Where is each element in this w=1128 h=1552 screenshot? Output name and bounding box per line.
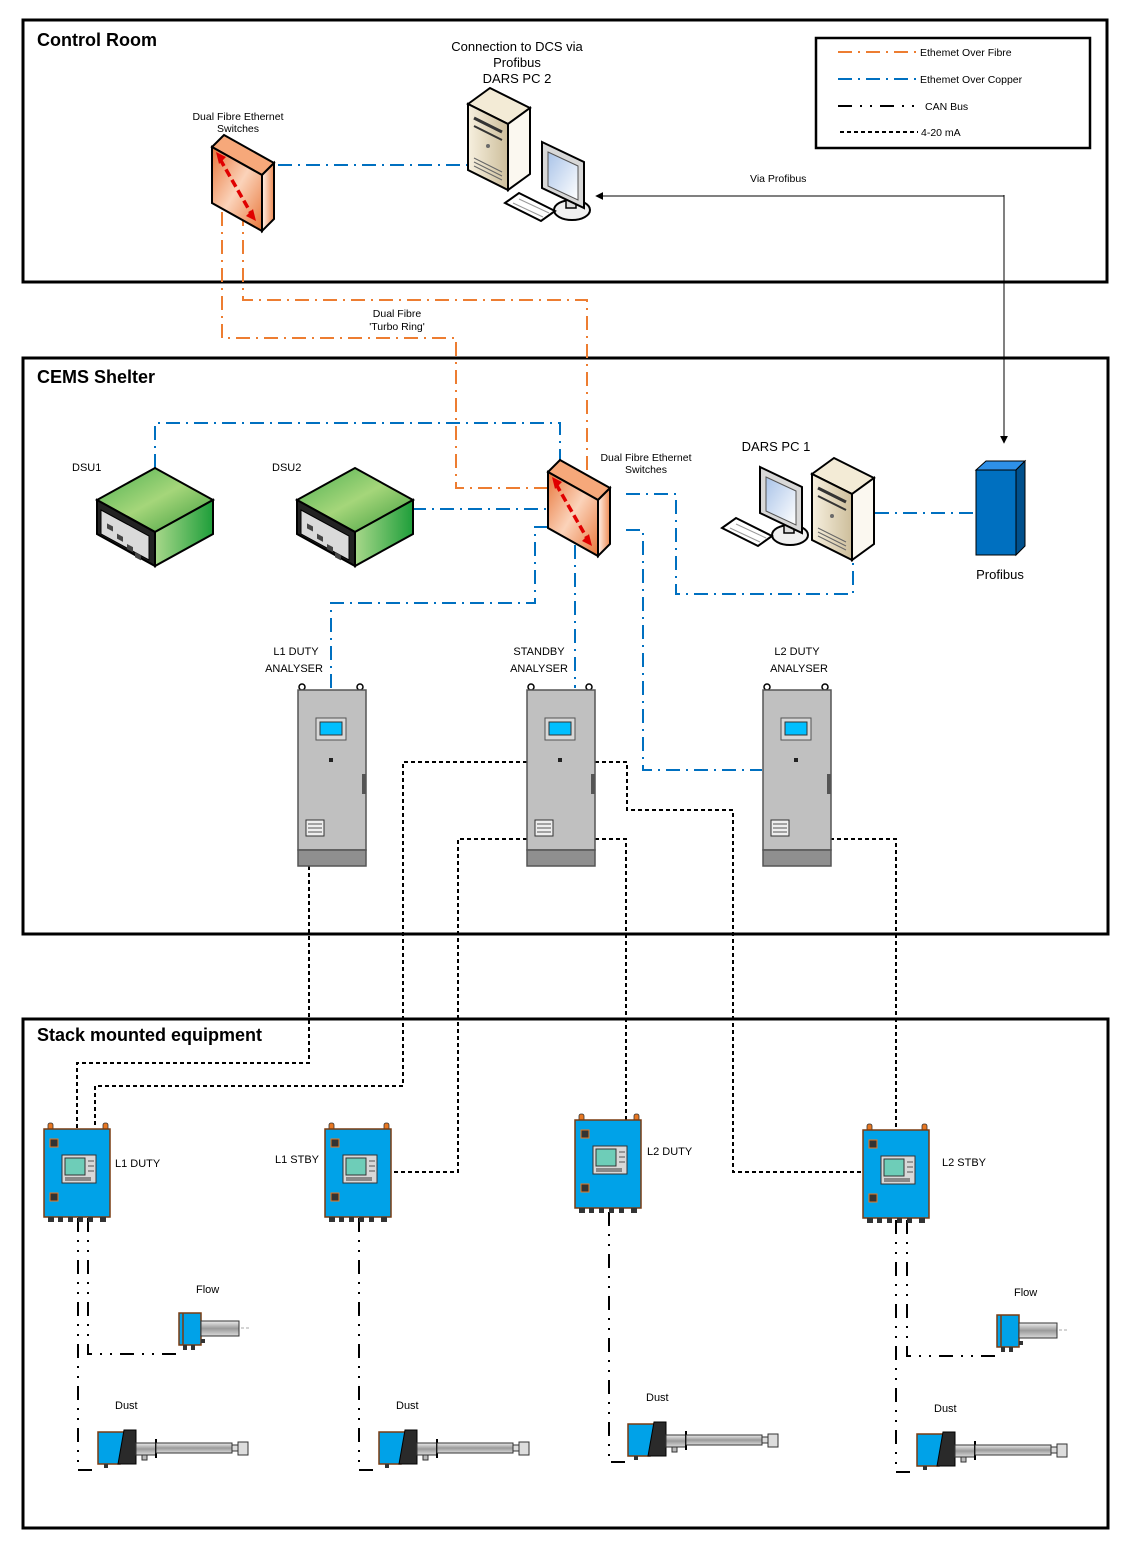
copper-switch-to-dars-pc1 xyxy=(626,493,854,595)
cems-switch-label-1: Dual Fibre Ethernet xyxy=(600,452,691,464)
ma-standby-to-l2-stby xyxy=(595,761,863,1173)
l2-duty-dust-label: Dust xyxy=(646,1392,669,1404)
can-l2-duty-to-dust xyxy=(608,1212,630,1463)
ma-l1-analyser-to-l1-duty xyxy=(76,866,310,1128)
l2-duty-dust-sensor-icon xyxy=(627,1421,779,1461)
legend-ma-label: 4-20 mA xyxy=(921,127,961,139)
l2-duty-analyser-cabinet-icon xyxy=(762,683,832,867)
cr-switch-label-2: Switches xyxy=(217,123,259,135)
l1-analyser-label-1: L1 DUTY xyxy=(273,646,319,658)
control-room-zone xyxy=(21,18,1109,284)
standby-analyser-label-1: STANDBY xyxy=(513,646,565,658)
cr-switch-label-1: Dual Fibre Ethernet xyxy=(192,111,283,123)
dsu1-label: DSU1 xyxy=(72,462,101,474)
l2-flow-sensor-icon xyxy=(996,1314,1068,1353)
can-bus-lines xyxy=(77,1212,1000,1473)
l2-analyser-label-2: ANALYSER xyxy=(770,663,828,675)
dcs-label-1: Connection to DCS via xyxy=(451,39,583,54)
legend-box xyxy=(814,36,1092,150)
dars-pc2-keyboard-icon xyxy=(504,192,556,222)
can-l1-duty-to-dust xyxy=(77,1218,100,1471)
ma-standby-to-l2-duty xyxy=(595,838,627,1120)
l1-flow-label: Flow xyxy=(196,1284,219,1296)
cems-shelter-zone xyxy=(21,356,1110,936)
dsu2-label: DSU2 xyxy=(272,462,301,474)
dsu1-icon xyxy=(96,467,214,567)
l2-analyser-label-1: L2 DUTY xyxy=(774,646,820,658)
l1-stby-dust-sensor-icon xyxy=(378,1429,530,1469)
copper-switch-to-l2-analyser xyxy=(626,529,762,771)
cems-switch-label-2: Switches xyxy=(625,464,667,476)
l2-flow-label: Flow xyxy=(1014,1287,1037,1299)
l1-stby-controller-icon xyxy=(324,1122,392,1223)
ma-lines xyxy=(76,761,897,1173)
fibre-turbo-ring xyxy=(221,212,588,489)
fibre-line-b xyxy=(242,212,588,470)
l1-duty-analyser-cabinet-icon xyxy=(297,683,367,867)
l2-stby-controller-icon xyxy=(862,1123,930,1224)
profibus-block-icon xyxy=(974,459,1027,557)
l1-duty-dust-sensor-icon xyxy=(97,1429,249,1469)
dars-pc1-label: DARS PC 1 xyxy=(742,439,811,454)
dcs-label-2: Profibus xyxy=(493,55,541,70)
legend-can-label: CAN Bus xyxy=(925,101,968,113)
l1-stby-dust-label: Dust xyxy=(396,1400,419,1412)
l1-duty-controller-label: L1 DUTY xyxy=(115,1158,161,1170)
l1-stby-controller-label: L1 STBY xyxy=(275,1154,320,1166)
l2-duty-controller-icon xyxy=(574,1113,642,1214)
control-room-title: Control Room xyxy=(37,30,157,50)
legend-fibre-label: Ethemet Over Fibre xyxy=(920,47,1012,59)
l1-duty-controller-icon xyxy=(43,1122,111,1223)
copper-dsu1-to-switch xyxy=(154,422,561,468)
dars-pc1-keyboard-icon xyxy=(721,517,773,547)
l2-stby-dust-sensor-icon xyxy=(916,1431,1068,1471)
ma-standby-to-l1-duty xyxy=(94,761,527,1128)
l2-stby-controller-label: L2 STBY xyxy=(942,1157,987,1169)
legend-copper-label: Ethemet Over Copper xyxy=(920,74,1023,86)
legend: Ethemet Over Fibre Ethemet Over Copper C… xyxy=(814,36,1092,150)
cems-shelter-title: CEMS Shelter xyxy=(37,367,155,387)
l2-stby-dust-label: Dust xyxy=(934,1403,957,1415)
l2-duty-controller-label: L2 DUTY xyxy=(647,1146,693,1158)
ma-standby-to-l1-stby xyxy=(392,838,527,1173)
can-l1-duty-to-flow xyxy=(87,1218,180,1355)
standby-analyser-label-2: ANALYSER xyxy=(510,663,568,675)
l1-flow-sensor-icon xyxy=(178,1312,250,1351)
dars-pc2-tower-icon xyxy=(466,86,532,192)
ring-label-1: Dual Fibre xyxy=(373,308,422,320)
ring-label-2: 'Turbo Ring' xyxy=(369,321,425,333)
copper-switch-to-l1-analyser xyxy=(330,526,548,688)
can-l2-stby-to-dust xyxy=(895,1220,918,1473)
l1-duty-dust-label: Dust xyxy=(115,1400,138,1412)
fibre-line-a xyxy=(221,212,548,489)
stack-title: Stack mounted equipment xyxy=(37,1025,262,1045)
standby-analyser-cabinet-icon xyxy=(526,683,596,867)
profibus-label: Profibus xyxy=(976,567,1024,582)
stack-zone xyxy=(21,1017,1110,1530)
ma-l2-analyser-to-l2-stby xyxy=(830,838,897,1129)
dsu2-icon xyxy=(296,467,414,567)
l1-analyser-label-2: ANALYSER xyxy=(265,663,323,675)
dcs-label-3: DARS PC 2 xyxy=(483,71,552,86)
dars-pc1-tower-icon xyxy=(810,456,876,562)
cems-switch-icon xyxy=(546,458,612,558)
copper-shelter-lines xyxy=(154,422,976,771)
can-l2-stby-to-flow xyxy=(906,1220,1000,1357)
can-l1-stby-to-dust xyxy=(358,1218,380,1471)
via-profibus-label: Via Profibus xyxy=(750,173,806,185)
